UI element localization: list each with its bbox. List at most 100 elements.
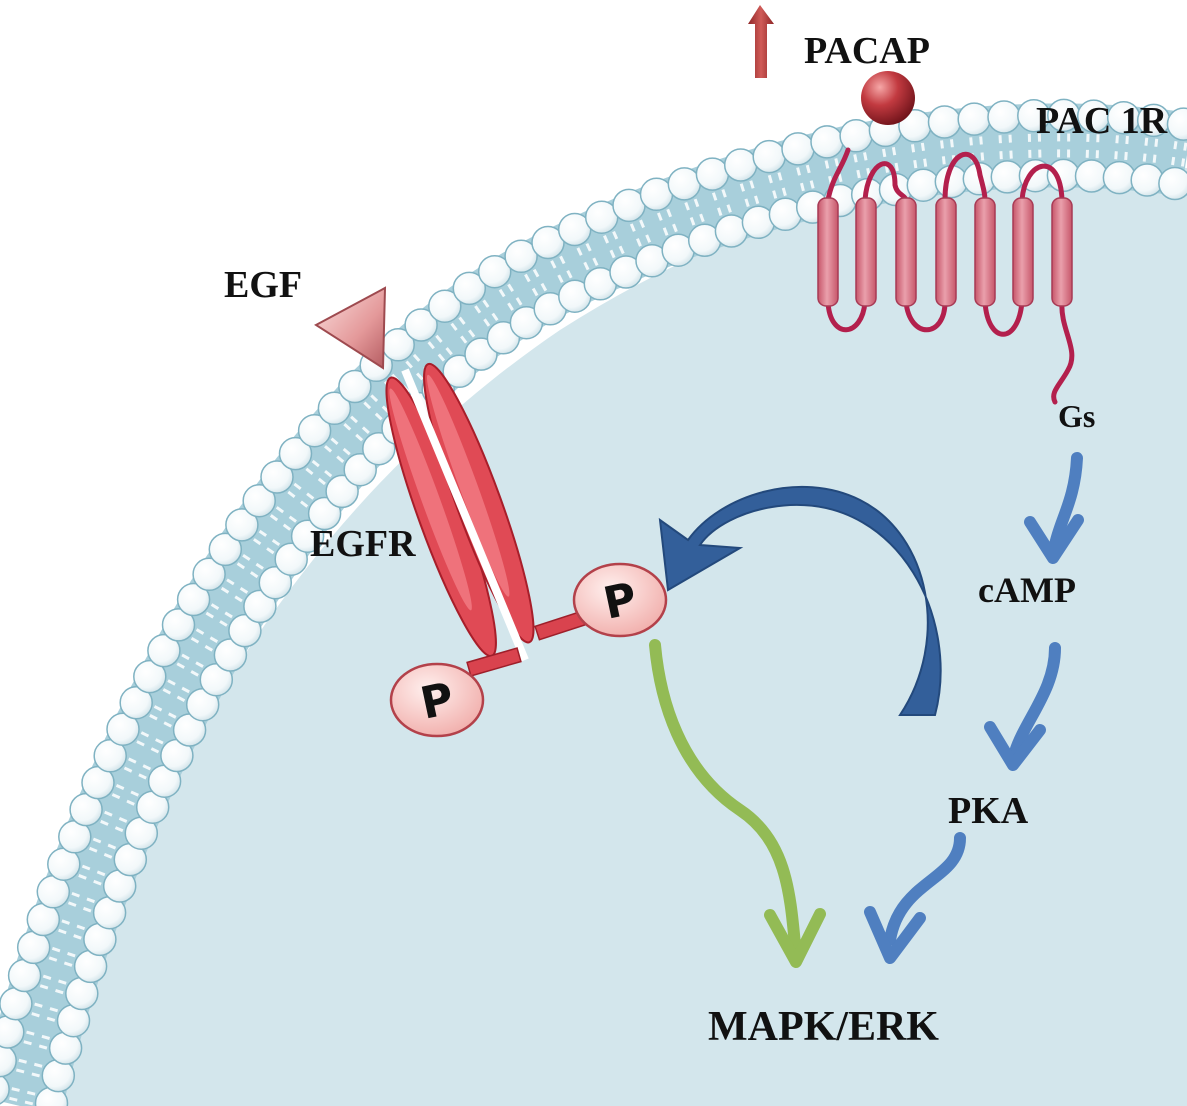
lipid-tail: [130, 790, 139, 797]
lipid-tail: [550, 260, 557, 269]
lipid-tail: [559, 255, 566, 265]
lipid-tail: [666, 208, 672, 218]
lipid-tail: [1144, 137, 1149, 146]
lipid-head: [0, 986, 33, 1021]
lipid-tail: [324, 445, 333, 453]
lipid-tail: [739, 183, 745, 192]
lipid-tail: [67, 901, 77, 907]
lipid-head: [161, 608, 196, 642]
lipid-tail: [612, 230, 619, 240]
pac1r-transmembrane-helix: [895, 197, 917, 307]
lipid-tail: [287, 490, 296, 498]
lipid-head: [7, 958, 42, 993]
lipid-tail: [82, 906, 92, 913]
cell-membrane: [0, 98, 1187, 1106]
lipid-tail: [210, 603, 220, 610]
lipid-tail: [71, 891, 80, 898]
lipid-tail: [163, 721, 172, 728]
lipid-tail: [609, 249, 616, 259]
lipid-head: [106, 712, 140, 746]
lipid-tail: [699, 213, 705, 223]
lipid-tail: [355, 433, 364, 442]
lipid-head: [957, 102, 991, 136]
lipid-head: [1074, 159, 1109, 193]
camp-label: cAMP: [978, 570, 1076, 610]
lipid-tail: [33, 1062, 43, 1068]
lipid-tail: [176, 695, 186, 703]
pac1r-transmembrane-helix: [935, 197, 957, 307]
lipid-tail: [482, 299, 490, 308]
lipid-head: [723, 148, 758, 182]
lipid-tail: [853, 154, 858, 163]
gs-to-camp-arrowhead: [1024, 514, 1084, 564]
egfr-highlight: [389, 388, 472, 611]
lipid-tail: [128, 757, 137, 764]
lipid-tail: [76, 924, 86, 931]
lipid-tail: [23, 1040, 32, 1046]
lipid-tail: [754, 195, 760, 205]
lipid-tail: [800, 182, 805, 192]
lipid-head: [338, 369, 372, 404]
lipid-head: [208, 532, 243, 567]
lipid-tail: [153, 705, 163, 712]
lipid-tail: [115, 784, 125, 791]
gs-label: Gs: [1058, 398, 1096, 434]
lipid-head: [810, 125, 844, 159]
lipid-tail: [350, 415, 359, 424]
lipid-tail: [923, 158, 928, 167]
lipid-tail: [343, 423, 352, 431]
lipid-tail: [437, 353, 446, 362]
lipid-tail: [603, 235, 610, 244]
lipid-head: [990, 160, 1025, 194]
lipid-tail: [63, 961, 73, 967]
lipid-tail: [26, 1030, 35, 1036]
lipid-tail: [226, 578, 235, 586]
lipid-tail: [1125, 135, 1129, 145]
lipid-head: [147, 633, 181, 668]
lipid-head: [317, 391, 352, 426]
lipid-head: [404, 308, 438, 342]
lipid-tail: [224, 611, 233, 619]
lipid-tail: [1114, 151, 1118, 160]
lipid-head: [260, 460, 294, 494]
lipid-tail: [980, 152, 985, 161]
lipid-tail: [138, 773, 147, 780]
lipid-tail: [427, 341, 435, 350]
lipid-tail: [55, 989, 64, 995]
lipid-tail: [49, 1007, 59, 1013]
lipid-tail: [726, 204, 732, 213]
lipid-head: [176, 582, 211, 617]
lipid-head: [477, 254, 512, 289]
lipid-head: [927, 105, 962, 139]
lipid-head: [1046, 158, 1081, 193]
lipid-tail: [234, 595, 243, 603]
egfr-monomer: [423, 362, 535, 644]
membrane-band: [0, 103, 1187, 1106]
lipid-tail: [293, 482, 302, 491]
lipid-tail: [767, 174, 773, 184]
lipid-tail: [361, 426, 370, 434]
lipid-tail: [491, 312, 499, 322]
lipid-tail: [629, 223, 636, 232]
lipid-tail: [181, 653, 190, 661]
lipid-tail: [51, 946, 61, 953]
lipid-tail: [305, 467, 314, 476]
lipid-tail: [269, 514, 279, 522]
lipid-tail: [253, 538, 262, 546]
lipid-tail: [275, 506, 285, 514]
lipid-tail: [34, 1002, 43, 1008]
lipid-tail: [662, 227, 669, 236]
lipid-tail: [31, 1012, 40, 1018]
lipid-tail: [24, 1100, 34, 1106]
lipid-tail: [531, 287, 539, 297]
lipid-tail: [46, 1016, 56, 1022]
lipid-tail: [583, 261, 590, 271]
pac1r-transmembrane-helix: [817, 197, 839, 307]
lipid-tail: [507, 302, 514, 311]
lipid-tail: [123, 766, 133, 773]
phospho-group-upper: P: [534, 562, 668, 641]
lipid-head: [242, 483, 276, 518]
lipid-head: [531, 225, 565, 260]
lipid-tail: [26, 1090, 36, 1096]
lipid-tail: [370, 394, 379, 403]
